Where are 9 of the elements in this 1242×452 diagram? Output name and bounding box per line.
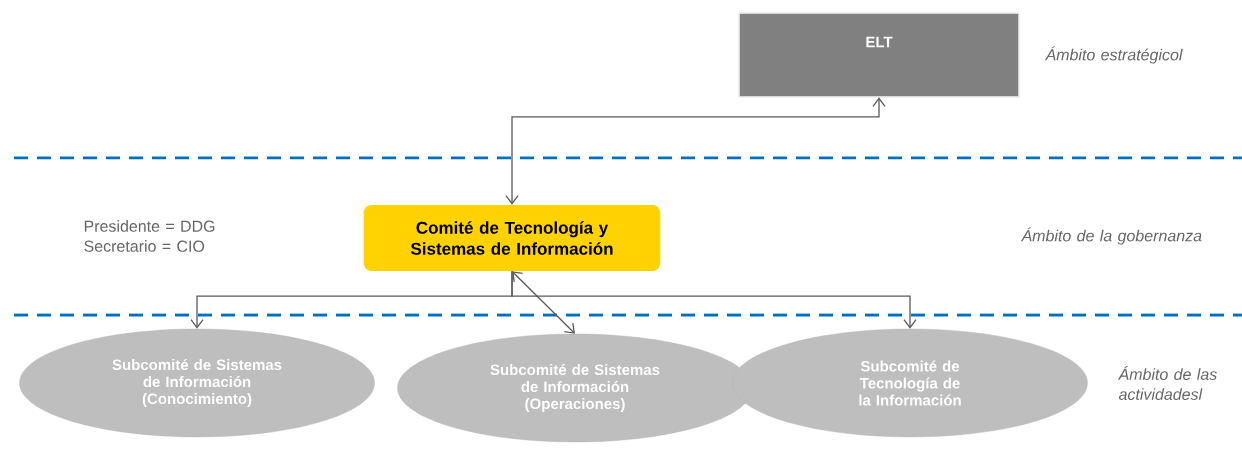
leadership-box: ELT [738, 12, 1020, 98]
scope-label: Ámbito de las actividadesl [1117, 365, 1217, 400]
committee-box: Comité de Tecnología y Sistemas de Información [363, 205, 661, 271]
connector-arrow [505, 97, 886, 205]
scope-label: Ámbito de la gobernanza [1020, 227, 1202, 245]
connector-arrow [512, 271, 575, 334]
scope-label: Presidente = DDG Secretario = CIO [84, 220, 215, 252]
connector-arrow [511, 270, 917, 329]
scope-label: Ámbito estratégicol [1044, 46, 1183, 64]
